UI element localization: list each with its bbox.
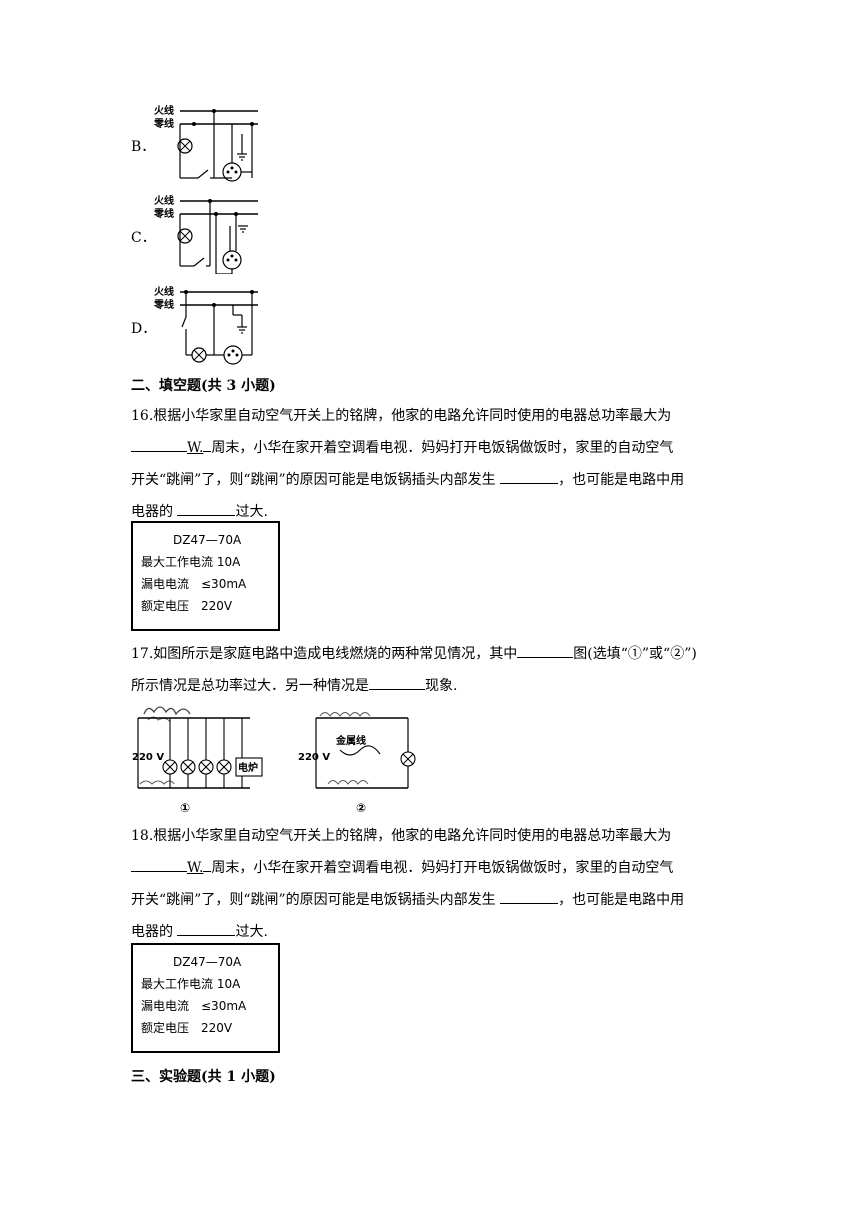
socket-icon bbox=[222, 250, 242, 270]
option-d-label: D． bbox=[131, 321, 157, 337]
live-wire-label: 火线 bbox=[154, 285, 174, 298]
figure-mark-2: ② bbox=[356, 801, 366, 815]
figure-mark-1: ① bbox=[180, 801, 190, 815]
figure-17: 220 V 电炉 ① 220 V 金属线 ② bbox=[132, 706, 416, 815]
q16-line-2: W. 周末，小华在家开着空调看电视．妈妈打开电饭锅做饭时，家里的自动空气 bbox=[131, 432, 731, 464]
section-heading-fill-blank: 二、填空题(共 3 小题) bbox=[131, 378, 276, 394]
q17-blank-2[interactable] bbox=[369, 675, 425, 690]
question-16: 16.根据小华家里自动空气开关上的铭牌，他家的电路允许同时使用的电器总功率最大为… bbox=[131, 400, 731, 528]
flame-icon bbox=[327, 780, 369, 785]
flame-icon bbox=[319, 712, 371, 717]
q16-line-3-text: 开关“跳闸”了，则“跳闸”的原因可能是电饭锅插头内部发生 bbox=[131, 472, 496, 488]
q18-line-4-text: 电器的 bbox=[131, 924, 173, 940]
q16-line-4: 电器的 过大. bbox=[131, 496, 731, 528]
q16-line-4-text: 电器的 bbox=[131, 504, 173, 520]
q16-unit: W. bbox=[187, 440, 204, 456]
socket-icon bbox=[223, 345, 243, 365]
q16-blank-gap bbox=[203, 437, 212, 452]
metal-wire-icon bbox=[339, 745, 381, 756]
q16-line-4-text-b: 过大. bbox=[235, 504, 268, 520]
q17-line-1-text: 17.如图所示是家庭电路中造成电线燃烧的两种常见情况，其中 bbox=[131, 646, 518, 662]
q16-line-3: 开关“跳闸”了，则“跳闸”的原因可能是电饭锅插头内部发生 ，也可能是电路中用 bbox=[131, 464, 731, 496]
circuit-diagram-c: 火线 零线 bbox=[153, 194, 258, 274]
appliance-label: 电炉 bbox=[238, 761, 258, 774]
neutral-wire-label: 零线 bbox=[153, 117, 174, 130]
q18-line-3-text: 开关“跳闸”了，则“跳闸”的原因可能是电饭锅插头内部发生 bbox=[131, 892, 496, 908]
q16-line-2-text: 周末，小华在家开着空调看电视．妈妈打开电饭锅做饭时，家里的自动空气 bbox=[211, 440, 674, 456]
switch-icon bbox=[193, 257, 205, 267]
q18-line-3: 开关“跳闸”了，则“跳闸”的原因可能是电饭锅插头内部发生 ，也可能是电路中用 bbox=[131, 884, 731, 916]
q18-line-2-text: 周末，小华在家开着空调看电视．妈妈打开电饭锅做饭时，家里的自动空气 bbox=[211, 860, 674, 876]
nameplate-max-current: 最大工作电流 10A bbox=[141, 977, 241, 991]
option-c-label: C． bbox=[131, 230, 156, 246]
nameplate-model: DZ47—70A bbox=[173, 955, 242, 969]
section-heading-experiment: 三、实验题(共 1 小题) bbox=[131, 1069, 276, 1085]
q18-line-2: W. 周末，小华在家开着空调看电视．妈妈打开电饭锅做饭时，家里的自动空气 bbox=[131, 852, 731, 884]
nameplate-leak-current: 漏电电流 ≤30mA bbox=[141, 577, 247, 591]
live-wire-label: 火线 bbox=[154, 194, 174, 207]
voltage-label-1: 220 V bbox=[132, 752, 164, 763]
q18-line-4: 电器的 过大. bbox=[131, 916, 731, 948]
flame-icon bbox=[143, 706, 191, 716]
lamp-icon bbox=[177, 228, 193, 244]
question-17: 17.如图所示是家庭电路中造成电线燃烧的两种常见情况，其中 图(选填“①”或“②”… bbox=[131, 638, 731, 702]
q18-blank-1[interactable] bbox=[131, 857, 187, 872]
nameplate-max-current: 最大工作电流 10A bbox=[141, 555, 241, 569]
nameplate-rated-voltage: 额定电压 220V bbox=[141, 599, 233, 613]
circuit-diagram-d: 火线 零线 bbox=[153, 285, 258, 365]
q17-line-1: 17.如图所示是家庭电路中造成电线燃烧的两种常见情况，其中 图(选填“①”或“②”… bbox=[131, 638, 731, 670]
circuit-short: 220 V 金属线 ② bbox=[298, 712, 416, 815]
nameplate-rated-voltage: 额定电压 220V bbox=[141, 1021, 233, 1035]
neutral-wire-label: 零线 bbox=[153, 298, 174, 311]
q16-line-3-text-b: ，也可能是电路中用 bbox=[558, 472, 685, 488]
q18-line-1: 18.根据小华家里自动空气开关上的铭牌，他家的电路允许同时使用的电器总功率最大为 bbox=[131, 828, 672, 844]
q18-blank-2[interactable] bbox=[500, 889, 559, 904]
q17-line-2-text: 所示情况是总功率过大．另一种情况是 bbox=[131, 678, 369, 694]
q17-blank-1[interactable] bbox=[517, 643, 574, 658]
q17-line-2-text-b: 现象. bbox=[425, 678, 458, 694]
switch-icon bbox=[181, 316, 187, 328]
voltage-label-2: 220 V bbox=[298, 752, 330, 763]
live-wire-label: 火线 bbox=[154, 104, 174, 117]
q18-blank-gap bbox=[203, 857, 212, 872]
q16-blank-2[interactable] bbox=[500, 469, 559, 484]
q16-blank-1[interactable] bbox=[131, 437, 187, 452]
q17-line-2: 所示情况是总功率过大．另一种情况是 现象. bbox=[131, 670, 731, 702]
breaker-nameplate: DZ47—70A 最大工作电流 10A 漏电电流 ≤30mA 额定电压 220V bbox=[131, 521, 280, 631]
metal-wire-label: 金属线 bbox=[335, 734, 366, 747]
q18-line-3-text-b: ，也可能是电路中用 bbox=[558, 892, 685, 908]
q18-line-4-text-b: 过大. bbox=[235, 924, 268, 940]
flame-icon bbox=[139, 780, 175, 785]
q16-blank-3[interactable] bbox=[177, 501, 236, 516]
lamp-icon bbox=[177, 138, 193, 154]
nameplate-model: DZ47—70A bbox=[173, 533, 242, 547]
q18-blank-3[interactable] bbox=[177, 921, 236, 936]
circuit-diagram-b: 火线 零线 bbox=[153, 104, 258, 182]
q16-line-1: 16.根据小华家里自动空气开关上的铭牌，他家的电路允许同时使用的电器总功率最大为 bbox=[131, 408, 672, 424]
nameplate-leak-current: 漏电电流 ≤30mA bbox=[141, 999, 247, 1013]
question-18: 18.根据小华家里自动空气开关上的铭牌，他家的电路允许同时使用的电器总功率最大为… bbox=[131, 820, 731, 948]
option-b-label: B． bbox=[131, 139, 156, 155]
q18-unit: W. bbox=[187, 860, 204, 876]
circuit-overload: 220 V 电炉 ① bbox=[132, 706, 263, 815]
neutral-wire-label: 零线 bbox=[153, 207, 174, 220]
breaker-nameplate: DZ47—70A 最大工作电流 10A 漏电电流 ≤30mA 额定电压 220V bbox=[131, 943, 280, 1053]
switch-icon bbox=[197, 169, 209, 179]
q17-line-1-text-b: 图(选填“①”或“②”) bbox=[573, 646, 697, 662]
